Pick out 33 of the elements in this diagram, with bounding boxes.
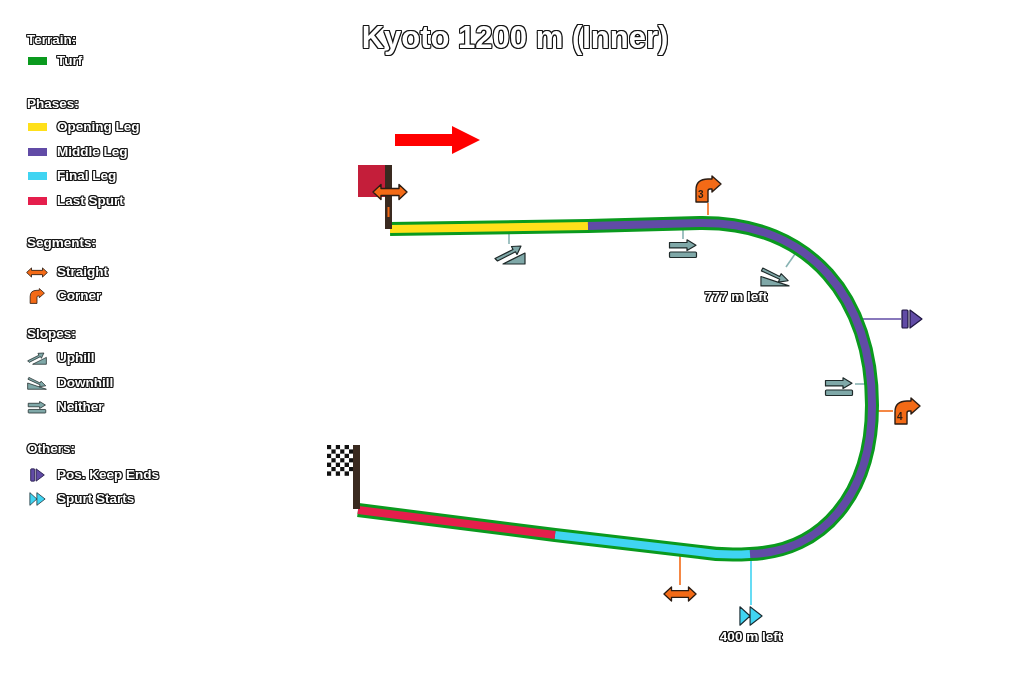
- legend-heading: Phases:: [27, 96, 79, 112]
- legend-label: Neither: [57, 399, 104, 415]
- distance-label: 777 m left: [704, 289, 768, 305]
- legend-label: Uphill: [57, 350, 95, 366]
- legend-label: Final Leg: [57, 168, 117, 184]
- legend-label: Corner: [57, 288, 102, 304]
- leader-line: [679, 555, 681, 586]
- legend-label: Opening Leg: [57, 119, 140, 135]
- distance-label: 400 m left: [719, 629, 783, 645]
- legend-label: Turf: [57, 53, 83, 69]
- legend-heading: Others:: [27, 441, 75, 457]
- bar-triangle-icon: [901, 309, 923, 329]
- legend-label: Pos. Keep Ends: [57, 467, 160, 483]
- legend-label: Last Spurt: [57, 193, 124, 209]
- leader-line: [707, 202, 709, 216]
- leader-line: [682, 229, 684, 240]
- level-arrow-icon: [823, 377, 855, 397]
- legend-heading: Segments:: [27, 235, 97, 251]
- title: Kyoto 1200 m (Inner): [361, 20, 669, 56]
- leader-line: [785, 253, 796, 268]
- legend-label: Middle Leg: [57, 144, 128, 160]
- legend-label: Downhill: [57, 375, 114, 391]
- double-headed-arrow-icon: [663, 585, 697, 603]
- corner-number: 4: [897, 411, 903, 422]
- legend-heading: Slopes:: [27, 326, 76, 342]
- legend-heading: Terrain:: [27, 32, 77, 48]
- legend-label: Straight: [57, 264, 108, 280]
- uphill-slope-icon: [494, 243, 526, 265]
- legend-label: Spurt Starts: [57, 491, 135, 507]
- leader-line: [508, 233, 510, 245]
- corner-number: 3: [698, 189, 704, 200]
- leader-line: [854, 383, 867, 385]
- level-arrow-icon: [668, 239, 698, 259]
